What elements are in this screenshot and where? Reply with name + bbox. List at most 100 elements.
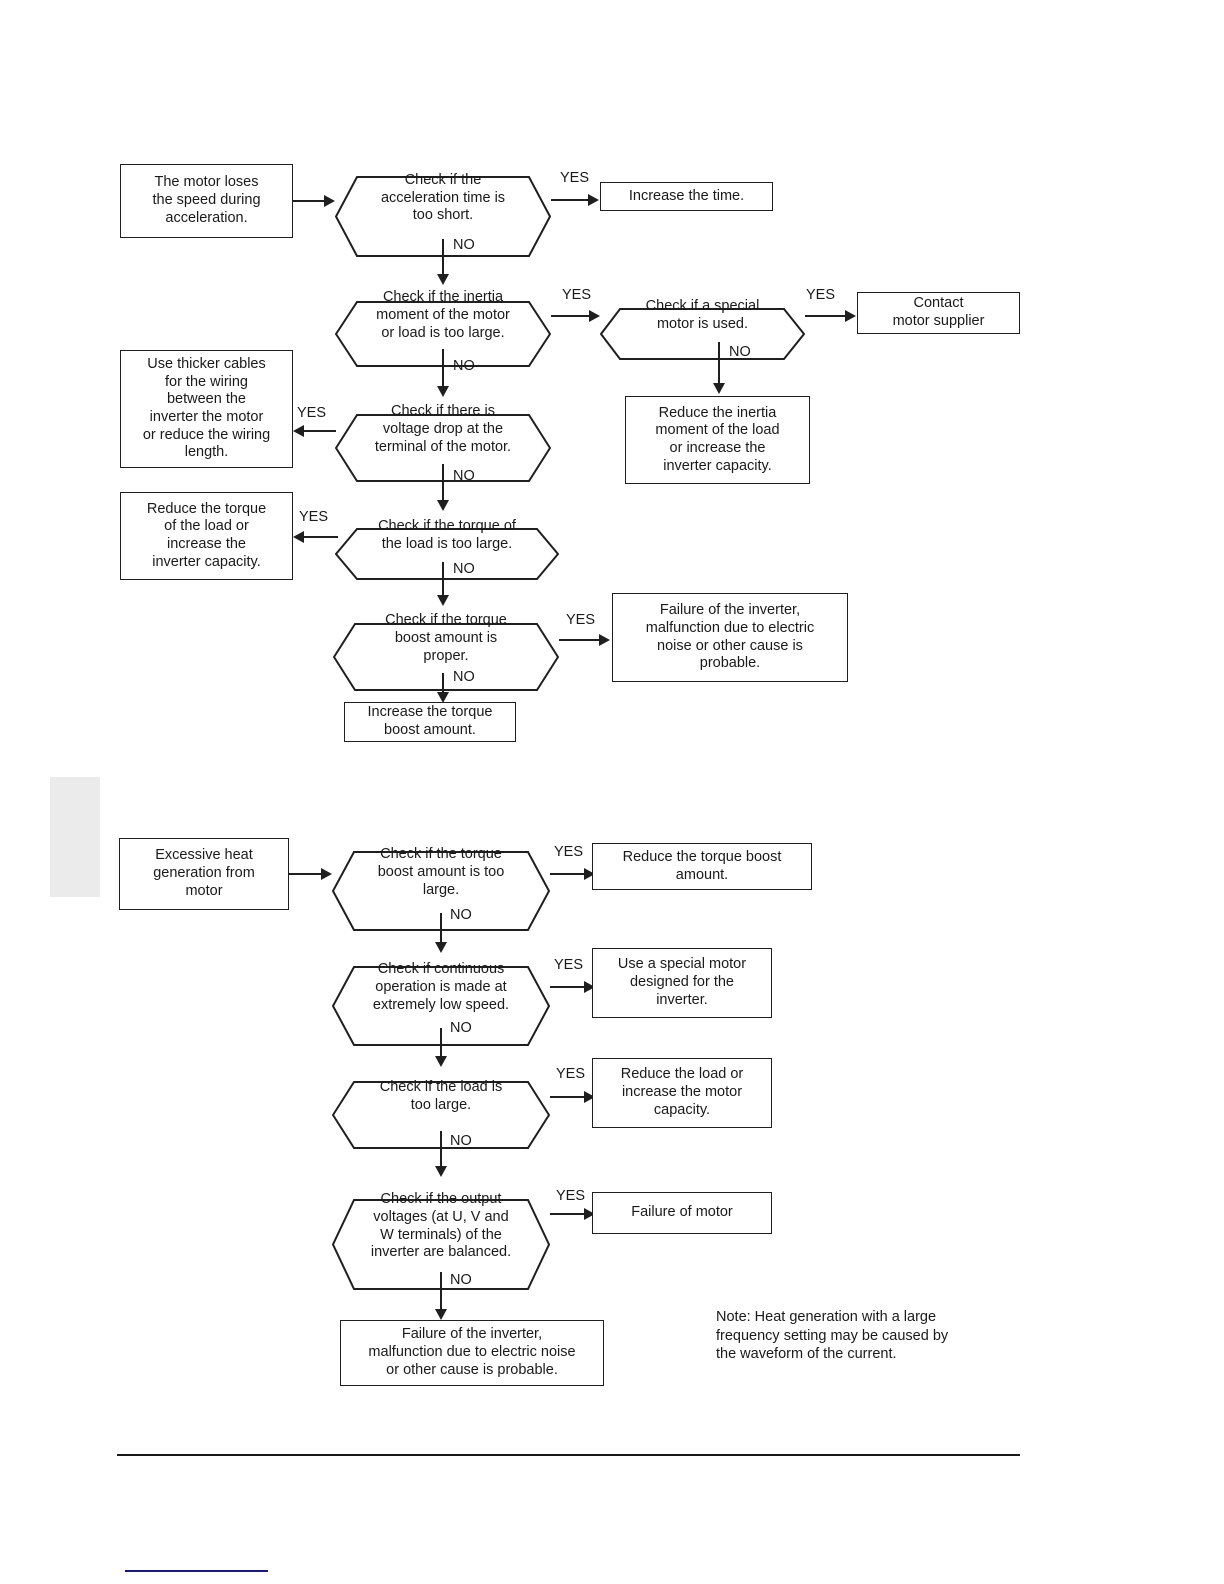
chart1-decision-2: Check if the inertia moment of the motor… <box>335 283 551 349</box>
chart2-d3-yes-label-text: Reduce the load or increase the motor ca… <box>620 1066 744 1118</box>
chart1-arrow-d1-no <box>437 274 449 285</box>
chart1-d1-yes-box: Increase the time. <box>600 182 773 211</box>
chart1-arrow-d3-yes <box>293 425 304 437</box>
chart1-reduce-inertia-label: Reduce the inertia moment of the load or… <box>655 404 780 474</box>
chart2-arrow-start-to-d1 <box>321 868 332 880</box>
chart2-d3-no-label: NO <box>450 1133 472 1149</box>
chart2-conn-d2-no <box>440 1028 442 1064</box>
chart2-note-text: Note: Heat generation with a large frequ… <box>716 1309 949 1363</box>
chart2-arrow-d2-no <box>435 1056 447 1067</box>
chart1-arrow-d2-yes <box>589 310 600 322</box>
chart2-decision-2: Check if continuous operation is made at… <box>332 948 550 1028</box>
chart1-thicker-cables-box: Use thicker cables for the wiring betwee… <box>120 350 293 468</box>
chart1-conn-d2-yes <box>551 315 593 317</box>
chart1-contact-supplier-label: Contact motor supplier <box>892 295 985 329</box>
chart1-start-label: The motor loses the speed during acceler… <box>152 174 261 226</box>
chart1-sub-yes-label: YES <box>806 287 836 303</box>
chart1-decision-5-label: Check if the torque boost amount is prop… <box>385 612 507 664</box>
chart1-conn-d1-no <box>442 239 444 283</box>
chart1-conn-d1-yes <box>551 199 593 201</box>
chart1-arrow-d1-yes <box>588 194 599 206</box>
chart2-conn-start-to-d1 <box>289 873 327 875</box>
chart2-d3-yes-box: Reduce the load or increase the motor ca… <box>592 1058 772 1128</box>
page-side-tab <box>50 777 100 897</box>
chart1-start-box: The motor loses the speed during acceler… <box>120 164 293 238</box>
chart2-d1-no-label: NO <box>450 907 472 923</box>
chart1-d4-no-label: NO <box>453 561 475 577</box>
chart2-conn-d2-yes <box>550 986 590 988</box>
chart2-decision-1: Check if the torque boost amount is too … <box>332 833 550 913</box>
chart2-decision-4-label: Check if the output voltages (at U, V an… <box>370 1191 512 1261</box>
chart1-conn-sub-no <box>718 342 720 392</box>
chart2-decision-3-label: Check if the load is too large. <box>379 1079 503 1113</box>
chart2-conn-d4-no <box>440 1272 442 1316</box>
chart1-decision-3-shape <box>335 396 551 464</box>
chart1-arrow-d5-yes <box>599 634 610 646</box>
chart1-arrow-d4-yes <box>293 531 304 543</box>
chart1-decision-3-label: Check if there is voltage drop at the te… <box>374 403 512 455</box>
chart1-d1-yes-label: YES <box>560 170 590 186</box>
chart2-arrow-d4-no <box>435 1309 447 1320</box>
chart1-decision-4-shape <box>335 510 559 562</box>
chart2-start-box: Excessive heat generation from motor <box>119 838 289 910</box>
chart2-conn-d1-yes <box>550 873 590 875</box>
chart1-sub-decision-special-motor: Check if a special motor is used. <box>600 290 805 342</box>
chart2-decision-4-shape <box>332 1181 550 1272</box>
chart2-final-failure-label: Failure of the inverter, malfunction due… <box>368 1326 576 1378</box>
chart1-decision-5: Check if the torque boost amount is prop… <box>333 605 559 673</box>
chart1-conn-d4-yes <box>304 536 338 538</box>
chart2-final-failure-box: Failure of the inverter, malfunction due… <box>340 1320 604 1386</box>
chart1-decision-1: Check if the acceleration time is too sh… <box>335 158 551 239</box>
chart1-conn-d2-no <box>442 349 444 395</box>
chart1-arrow-d2-no <box>437 386 449 397</box>
chart2-decision-2-label: Check if continuous operation is made at… <box>372 961 510 1013</box>
chart2-arrow-d2-yes <box>584 981 595 993</box>
chart1-inverter-failure-label: Failure of the inverter, malfunction due… <box>645 602 815 672</box>
chart1-conn-start-to-d1 <box>293 200 331 202</box>
chart1-arrow-sub-no <box>713 383 725 394</box>
chart2-d4-no-label: NO <box>450 1272 472 1288</box>
chart2-conn-d1-no <box>440 913 442 949</box>
chart1-d2-no-label: NO <box>453 358 475 374</box>
chart1-arrow-sub-yes <box>845 310 856 322</box>
chart2-d4-yes-label: YES <box>556 1188 586 1204</box>
chart2-decision-3: Check if the load is too large. <box>332 1063 550 1131</box>
chart2-d3-yes-label: YES <box>556 1066 586 1082</box>
chart1-d3-yes-label: YES <box>297 405 327 421</box>
chart1-arrow-d5-no <box>437 692 449 703</box>
chart2-decision-2-shape <box>332 948 550 1028</box>
chart1-conn-d3-no <box>442 464 444 509</box>
chart1-inverter-failure-box: Failure of the inverter, malfunction due… <box>612 593 848 682</box>
chart2-d1-yes-label-text: Reduce the torque boost amount. <box>622 848 782 883</box>
chart1-decision-4-label: Check if the torque of the load is too l… <box>378 518 516 552</box>
chart1-increase-boost-box: Increase the torque boost amount. <box>344 702 516 742</box>
chart2-d4-yes-box: Failure of motor <box>592 1192 772 1234</box>
chart1-reduce-inertia-box: Reduce the inertia moment of the load or… <box>625 396 810 484</box>
chart2-arrow-d1-yes <box>584 868 595 880</box>
chart1-conn-d5-no <box>442 673 444 699</box>
chart2-d4-yes-label-text: Failure of motor <box>631 1204 733 1221</box>
chart2-d1-yes-box: Reduce the torque boost amount. <box>592 843 812 890</box>
chart1-decision-2-label: Check if the inertia moment of the motor… <box>376 289 510 341</box>
chart1-decision-4: Check if the torque of the load is too l… <box>335 510 559 562</box>
chart2-arrow-d3-no <box>435 1166 447 1177</box>
footnote-separator-rule <box>125 1570 268 1572</box>
chart1-arrow-d3-no <box>437 500 449 511</box>
chart1-reduce-torque-label: Reduce the torque of the load or increas… <box>146 500 267 570</box>
chart1-conn-d3-yes <box>304 430 336 432</box>
chart1-d2-yes-label: YES <box>562 287 592 303</box>
chart1-contact-supplier-box: Contact motor supplier <box>857 292 1020 334</box>
chart1-thicker-cables-label: Use thicker cables for the wiring betwee… <box>142 355 271 461</box>
chart2-arrow-d1-no <box>435 942 447 953</box>
chart1-d4-yes-label: YES <box>299 509 329 525</box>
chart1-decision-3: Check if there is voltage drop at the te… <box>335 396 551 464</box>
chart1-d1-yes-label-text: Increase the time. <box>628 187 745 204</box>
chart1-d5-no-label: NO <box>453 669 475 685</box>
chart1-conn-d4-no <box>442 562 444 604</box>
chart1-d3-no-label: NO <box>453 468 475 484</box>
chart2-d2-yes-box: Use a special motor designed for the inv… <box>592 948 772 1018</box>
chart1-decision-5-shape <box>333 605 559 673</box>
footer-horizontal-rule <box>117 1454 1020 1457</box>
chart1-sub-no-label: NO <box>729 344 751 360</box>
